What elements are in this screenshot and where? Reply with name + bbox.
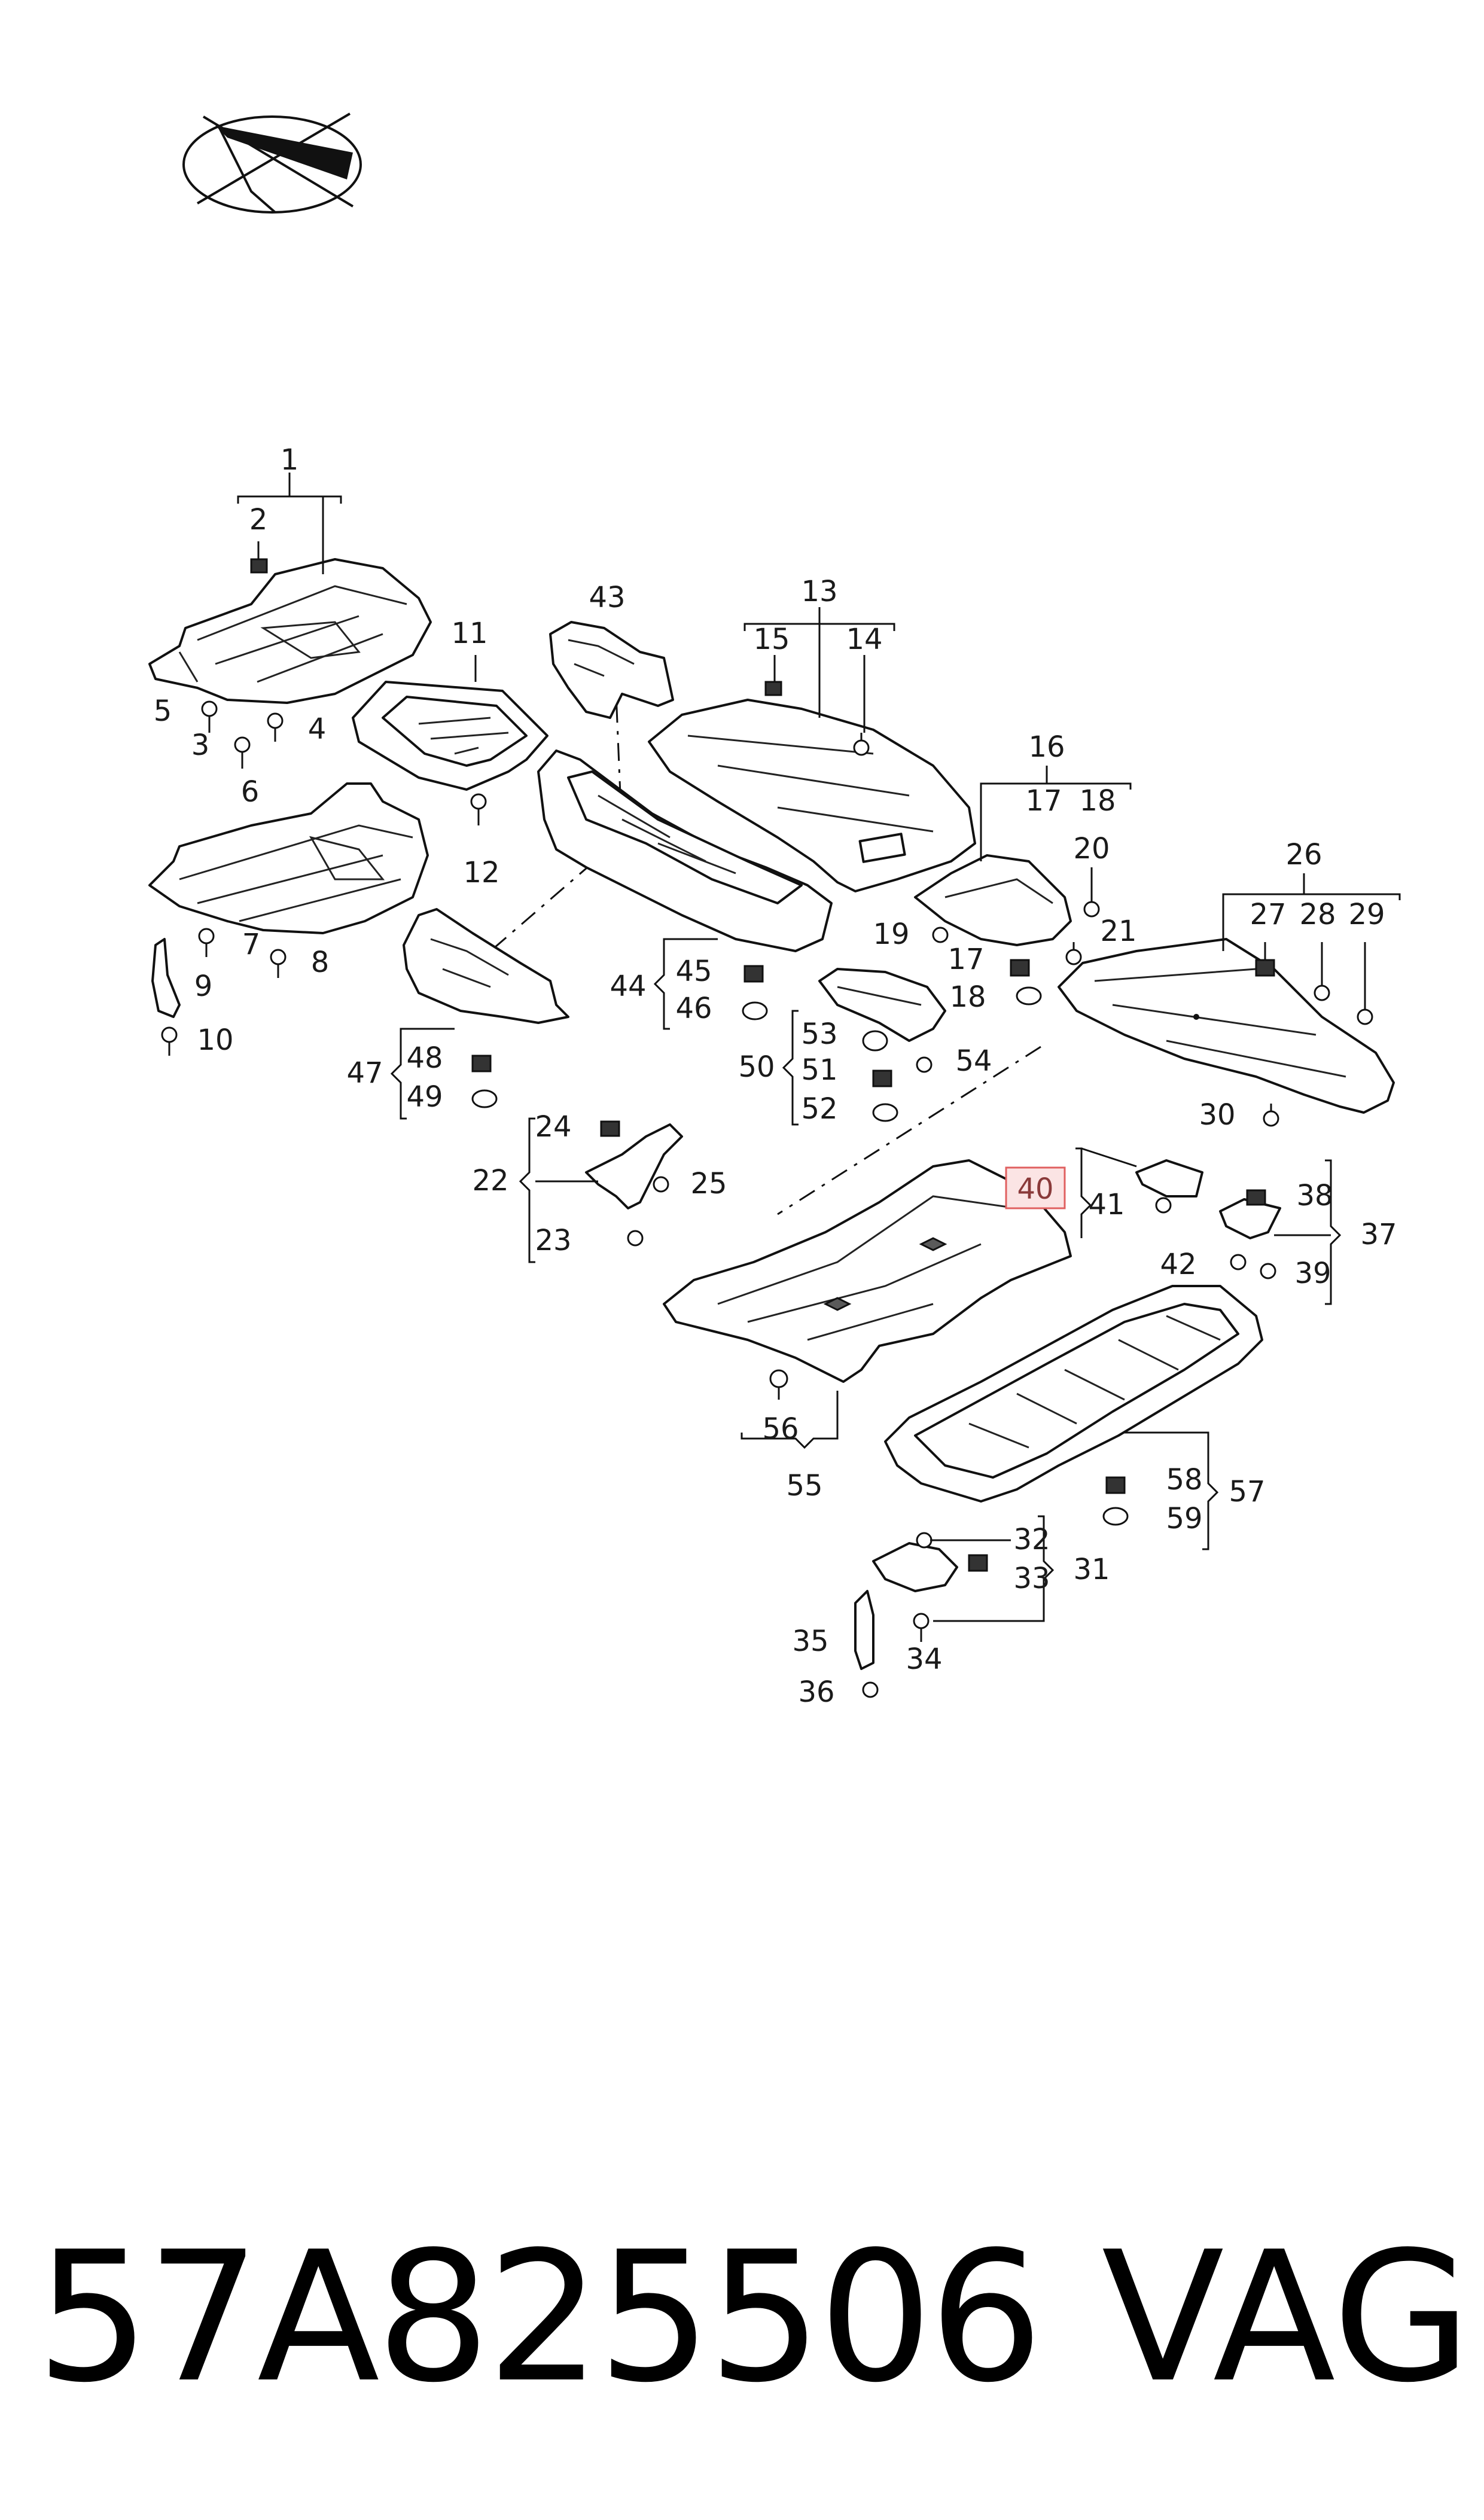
callout-35: 35 [792,1625,828,1658]
callout-4: 4 [308,712,327,746]
callout-40: 40 [1017,1172,1053,1206]
callout-58: 58 [1166,1463,1202,1497]
callout-43: 43 [589,581,625,614]
callout-17: 17 [947,943,984,976]
callout-46: 46 [675,992,712,1025]
callout-18-top: 18 [1079,784,1116,818]
callout-21: 21 [1100,915,1136,948]
rear-long-panel-part-26 [1058,938,1395,1114]
side-shield-part-47 [403,908,569,1024]
plate-part-31 [872,1542,958,1592]
callout-44: 44 [610,970,646,1003]
callout-10: 10 [197,1023,233,1057]
leader-lines [237,473,1401,1622]
callout-57: 57 [1229,1475,1265,1509]
bracket-part-40 [1135,1159,1203,1197]
callout-39: 39 [1294,1257,1331,1290]
callout-33: 33 [1013,1562,1050,1595]
callout-8: 8 [311,946,330,979]
callout-30: 30 [1199,1098,1235,1132]
callout-12: 12 [463,856,499,889]
fasteners [161,558,1373,1698]
callout-38: 38 [1296,1179,1333,1212]
callout-9: 9 [194,970,213,1003]
callout-49: 49 [406,1080,443,1114]
orientation-icon [182,112,362,214]
callout-53: 53 [801,1017,837,1051]
bracket-part-16 [914,854,1072,946]
callout-13: 13 [801,575,837,608]
callout-45: 45 [675,955,712,988]
tray-part-11 [352,681,548,791]
callout-55: 55 [786,1469,822,1503]
highlight-box [1005,1166,1066,1209]
callout-26: 26 [1285,838,1322,872]
callout-32: 32 [1013,1523,1050,1556]
middle-panel-part-13 [648,699,976,892]
callout-1: 1 [281,443,299,477]
bracket-part-22 [585,1123,683,1209]
callout-11: 11 [451,617,487,650]
part-number: 57A825506 [36,2213,1043,2422]
callout-31: 31 [1073,1553,1110,1586]
callout-42: 42 [1160,1248,1196,1281]
callout-36: 36 [798,1675,834,1709]
callout-19: 19 [873,918,909,951]
callout-20: 20 [1073,832,1110,866]
callout-37: 37 [1360,1218,1397,1251]
callout-28: 28 [1299,898,1336,931]
callout-18: 18 [949,980,986,1014]
callout-54: 54 [955,1044,992,1078]
callout-3: 3 [191,729,210,762]
callout-27: 27 [1250,898,1286,931]
callout-5: 5 [154,694,172,728]
callout-47: 47 [346,1056,383,1090]
heat-shield-part-43 [549,621,674,719]
bracket-part-9 [151,938,181,1018]
callout-52: 52 [801,1092,837,1126]
callout-59: 59 [1166,1502,1202,1535]
bracket-part-35 [854,1590,874,1670]
front-undertray-part-6 [148,782,429,934]
callout-48: 48 [406,1041,443,1075]
front-undertray-part-1 [148,558,432,704]
callout-24: 24 [535,1110,571,1144]
callout-23: 23 [535,1224,571,1257]
bracket-part-37 [1219,1198,1281,1239]
callout-6: 6 [241,775,260,809]
callout-34: 34 [906,1643,942,1676]
callout-41: 41 [1088,1188,1125,1221]
brand-name: VAG [1101,2213,1471,2422]
footer: 57A825506 VAG [36,2213,1471,2423]
callout-2: 2 [249,503,268,537]
callout-16: 16 [1028,730,1065,764]
callout-25: 25 [690,1167,727,1200]
side-tray-part-57 [884,1285,1263,1503]
callout-labels: 1 2 3 4 5 6 7 8 9 10 11 12 13 14 15 16 1… [154,443,1397,1709]
callout-51: 51 [801,1053,837,1087]
rear-undertray-part-55 [663,1159,1072,1383]
callout-29: 29 [1348,898,1385,931]
tunnel-shield-part-44 [537,749,833,952]
plate-part-50 [818,968,946,1042]
callout-15: 15 [753,623,790,656]
callout-17-top: 17 [1025,784,1062,818]
callout-56: 56 [762,1412,799,1446]
callout-7: 7 [242,928,261,961]
callout-14: 14 [846,623,882,656]
callout-22: 22 [472,1164,508,1197]
callout-50: 50 [738,1050,775,1084]
